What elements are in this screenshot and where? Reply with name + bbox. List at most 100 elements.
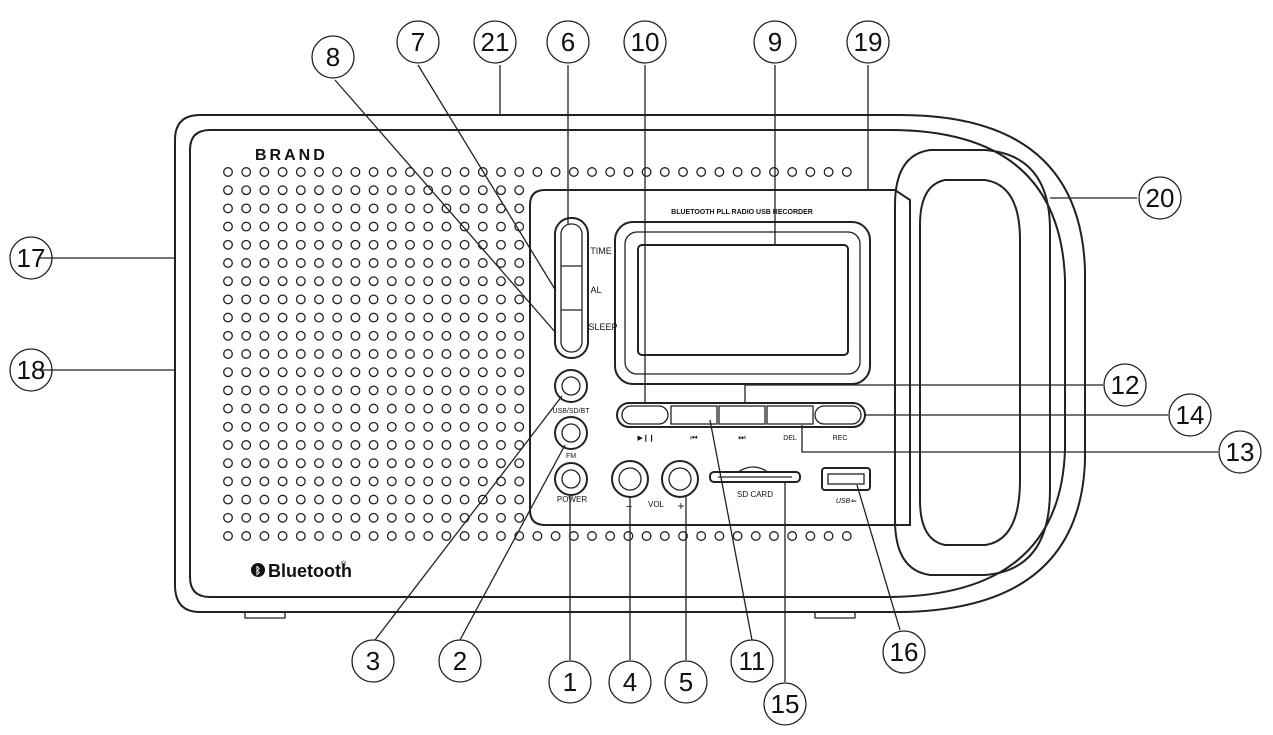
- grille-hole: [514, 239, 525, 250]
- grille-hole: [532, 167, 543, 177]
- fm-button[interactable]: [554, 416, 588, 450]
- lcd-display-frame: [614, 221, 871, 385]
- grille-hole: [477, 476, 488, 487]
- grille-hole: [368, 458, 379, 469]
- grille-hole: [441, 421, 452, 432]
- callout-1: 1: [548, 660, 592, 704]
- grille-hole: [841, 167, 852, 177]
- grille-hole: [295, 421, 306, 432]
- grille-hole: [514, 330, 525, 341]
- grille-hole: [405, 258, 415, 268]
- time-al-sleep-rocker[interactable]: [554, 217, 589, 359]
- sd-card-slot[interactable]: [709, 466, 801, 483]
- grille-hole: [259, 185, 270, 196]
- grille-hole: [223, 494, 233, 505]
- usb-sd-bt-button[interactable]: [554, 369, 588, 403]
- next-icon: ⏭: [738, 433, 745, 442]
- grille-hole: [223, 167, 233, 177]
- grille-hole: [459, 421, 470, 432]
- grille-hole: [696, 167, 707, 177]
- grille-hole: [459, 312, 470, 323]
- grille-hole: [514, 276, 525, 287]
- sleep-button-label: SLEEP: [588, 322, 617, 332]
- grille-hole: [459, 458, 470, 469]
- grille-hole: [241, 258, 252, 268]
- volume-up-button[interactable]: [661, 460, 699, 498]
- grille-hole: [368, 403, 379, 414]
- bluetooth-rune-icon: ᛒ: [255, 565, 261, 577]
- grille-hole: [496, 367, 506, 378]
- grille-hole: [405, 203, 415, 214]
- play-pause-button[interactable]: [621, 405, 669, 425]
- grille-hole: [477, 294, 488, 305]
- grille-hole: [514, 494, 525, 505]
- grille-hole: [350, 476, 361, 487]
- grille-hole: [423, 476, 434, 487]
- grille-hole: [314, 512, 324, 523]
- brand-logo: BRAND: [255, 147, 328, 164]
- grille-hole: [459, 367, 470, 378]
- grille-hole: [405, 312, 415, 323]
- grille-hole: [423, 276, 434, 287]
- previous-button[interactable]: [670, 405, 718, 425]
- grille-hole: [314, 494, 324, 505]
- grille-hole: [405, 330, 415, 341]
- grille-hole: [423, 167, 434, 177]
- grille-hole: [295, 239, 306, 250]
- svg-text:20: 20: [1146, 183, 1175, 213]
- grille-hole: [496, 458, 506, 469]
- grille-hole: [386, 349, 397, 359]
- grille-hole: [386, 367, 397, 378]
- grille-hole: [386, 167, 397, 177]
- grille-hole: [714, 167, 725, 177]
- grille-hole: [368, 276, 379, 287]
- power-button[interactable]: [554, 462, 588, 496]
- grille-hole: [423, 258, 434, 268]
- grille-hole: [368, 203, 379, 214]
- grille-hole: [459, 221, 470, 232]
- grille-hole: [823, 531, 834, 541]
- grille-hole: [259, 330, 270, 341]
- grille-hole: [386, 330, 397, 341]
- volume-minus-label: −: [626, 501, 632, 513]
- grille-hole: [496, 403, 506, 414]
- grille-hole: [314, 330, 324, 341]
- grille-hole: [259, 276, 270, 287]
- grille-hole: [386, 440, 397, 450]
- svg-text:12: 12: [1111, 370, 1140, 400]
- grille-hole: [732, 167, 743, 177]
- grille-hole: [496, 512, 506, 523]
- grille-hole: [332, 440, 343, 450]
- delete-button[interactable]: [766, 405, 814, 425]
- volume-down-button[interactable]: [611, 460, 649, 498]
- callout-18: 18: [9, 348, 53, 392]
- grille-hole: [496, 221, 506, 232]
- grille-hole: [405, 512, 415, 523]
- record-button[interactable]: [814, 405, 862, 425]
- grille-hole: [496, 312, 506, 323]
- grille-hole: [441, 367, 452, 378]
- grille-hole: [368, 440, 379, 450]
- grille-hole: [787, 531, 798, 541]
- grille-hole: [295, 349, 306, 359]
- grille-hole: [841, 531, 852, 541]
- grille-hole: [386, 294, 397, 305]
- usb-port[interactable]: [821, 467, 871, 491]
- radio-body: [174, 114, 1086, 619]
- grille-hole: [477, 403, 488, 414]
- grille-hole: [423, 221, 434, 232]
- grille-hole: [314, 294, 324, 305]
- grille-hole: [805, 531, 816, 541]
- usb-port-label: USB⇐: [836, 498, 857, 505]
- lcd-screen: [637, 244, 849, 356]
- grille-hole: [259, 421, 270, 432]
- grille-hole: [295, 312, 306, 323]
- grille-hole: [223, 276, 233, 287]
- grille-hole: [223, 367, 233, 378]
- grille-hole: [386, 512, 397, 523]
- grille-hole: [496, 258, 506, 268]
- grille-hole: [496, 476, 506, 487]
- time-button-label: TIME: [590, 246, 612, 256]
- grille-hole: [441, 330, 452, 341]
- next-button[interactable]: [718, 405, 766, 425]
